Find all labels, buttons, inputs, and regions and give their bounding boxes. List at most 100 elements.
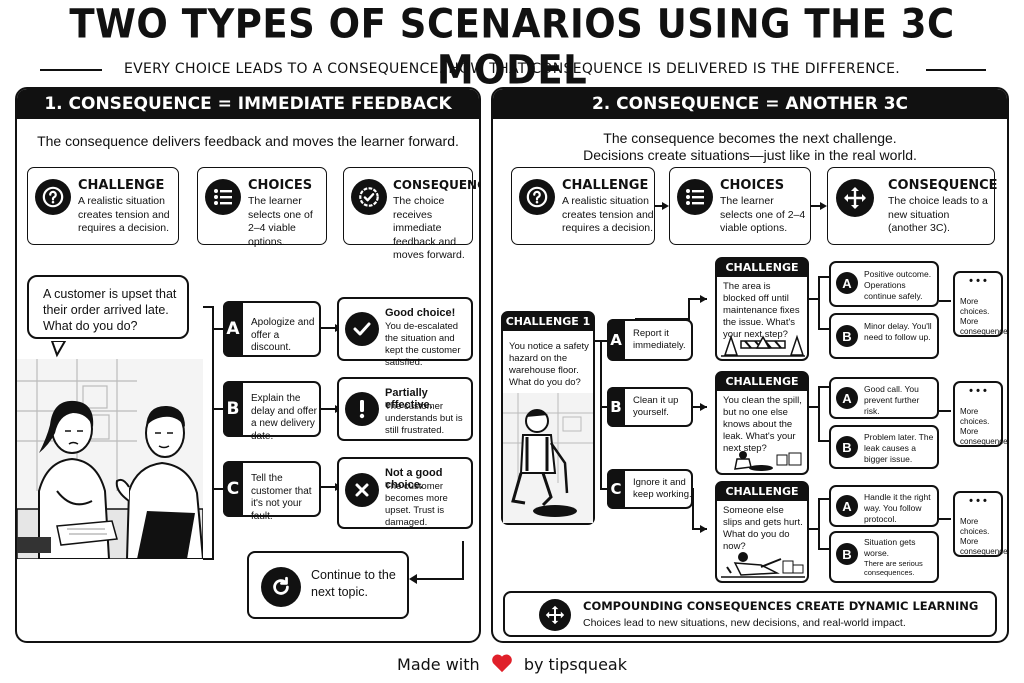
list-icon xyxy=(205,179,241,215)
left-panel-header: 1. CONSEQUENCE = IMMEDIATE FEEDBACK xyxy=(17,89,479,119)
credit-suffix: by tipsqueak xyxy=(523,655,627,674)
page-title: TWO TYPES OF SCENARIOS USING THE 3C MODE… xyxy=(69,0,955,94)
option-c-text: Tell the customer that it's not your fau… xyxy=(251,473,312,522)
move-arrows-icon xyxy=(836,179,874,217)
result-a-text: You de-escalated the situation and kept … xyxy=(385,321,461,368)
outcome-2b-a-text: Good call. You prevent further risk. xyxy=(864,384,920,416)
challenge2c-text: Someone else slips and gets hurt. What d… xyxy=(723,505,803,552)
compounding-banner: COMPOUNDING CONSEQUENCES CREATE DYNAMIC … xyxy=(503,591,997,637)
right-choices-text: The learner selects one of 2–4 viable op… xyxy=(720,195,806,234)
left-result-b: Partially effective. The customer unders… xyxy=(337,377,473,441)
more-dots-1: • • • xyxy=(969,275,987,287)
heart-icon xyxy=(491,654,512,673)
left-option-a[interactable]: A Apologize and offer a discount. xyxy=(223,301,321,357)
right-option-a[interactable]: A Report it immediately. xyxy=(607,319,693,361)
compounding-title: COMPOUNDING CONSEQUENCES CREATE DYNAMIC … xyxy=(583,599,979,613)
more-dots-3: • • • xyxy=(969,495,987,507)
outcome-2a-a-letter: A xyxy=(836,272,858,294)
question-icon xyxy=(35,179,71,215)
option-letter-c: C xyxy=(223,461,243,517)
list-icon xyxy=(677,179,713,215)
right-panel: 2. CONSEQUENCE = ANOTHER 3C The conseque… xyxy=(491,87,1009,643)
left-option-c[interactable]: C Tell the customer that it's not your f… xyxy=(223,461,321,522)
challenge2b-title: CHALLENGE 2B xyxy=(717,373,807,406)
outcome-2c-a[interactable]: A Handle it the right way. You follow pr… xyxy=(829,485,939,527)
outcome-2b-a-letter: A xyxy=(836,387,858,409)
option-letter-a: A xyxy=(223,301,243,357)
result-c-text: The customer becomes more upset. Trust i… xyxy=(385,481,448,528)
challenge1-box: CHALLENGE 1 You notice a safety hazard o… xyxy=(501,311,595,525)
outcome-2a-a-text: Positive outcome. Operations continue sa… xyxy=(864,269,932,301)
left-challenge-box: CHALLENGE A realistic situation creates … xyxy=(27,167,179,245)
left-challenge-title: CHALLENGE xyxy=(78,178,165,193)
outcome-2c-b[interactable]: B Situation gets worse. There are seriou… xyxy=(829,531,939,583)
credit-prefix: Made with xyxy=(397,655,480,674)
subtitle-rule-left xyxy=(40,69,102,71)
outcome-2b-b-text: Problem later. The leak causes a bigger … xyxy=(864,432,934,464)
continue-text: Continue to the next topic. xyxy=(311,568,396,599)
right-intro-line2: Decisions create situations—just like in… xyxy=(583,147,917,163)
right-consequence-box: CONSEQUENCE The choice leads to a new si… xyxy=(827,167,998,245)
safety-worker-illustration xyxy=(503,393,593,523)
right-choices-box: CHOICES The learner selects one of 2–4 v… xyxy=(669,167,811,245)
slip-injury-illustration xyxy=(721,552,805,578)
left-choices-title: CHOICES xyxy=(248,178,313,193)
left-result-c: Not a good choice. The customer becomes … xyxy=(337,457,473,529)
challenge1-title: CHALLENGE 1 xyxy=(503,313,593,331)
left-consequence-box: CONSEQUENCE The choice receives immediat… xyxy=(343,167,479,261)
outcome-2c-a-text: Handle it the right way. You follow prot… xyxy=(864,492,931,524)
left-consequence-text: The choice receives immediate feedback a… xyxy=(393,195,465,261)
left-choices-box: CHOICES The learner selects one of 2–4 v… xyxy=(197,167,327,248)
left-result-a: Good choice! You de-escalated the situat… xyxy=(337,297,473,368)
scenario-bubble-text: A customer is upset that their order arr… xyxy=(43,287,177,333)
right-panel-header: 2. CONSEQUENCE = ANOTHER 3C xyxy=(493,89,1007,119)
exclamation-icon xyxy=(345,392,379,426)
result-b-title: Partially effective. xyxy=(385,387,433,411)
challenge2b-text: You clean the spill, but no one else kno… xyxy=(723,395,802,454)
branch-letter-b: B xyxy=(607,387,625,427)
branch-b-option: Clean it up yourself. xyxy=(633,395,679,418)
left-intro: The consequence delivers feedback and mo… xyxy=(37,133,459,149)
x-icon xyxy=(345,473,379,507)
outcome-2a-a[interactable]: A Positive outcome. Operations continue … xyxy=(829,261,939,307)
more-choices-1: • • • More choices. More consequences. xyxy=(953,271,1007,337)
left-panel: 1. CONSEQUENCE = IMMEDIATE FEEDBACK The … xyxy=(15,87,481,643)
credit-line: Made with by tipsqueak xyxy=(0,653,1024,674)
right-option-b[interactable]: B Clean it up yourself. xyxy=(607,387,693,427)
challenge2c-box: CHALLENGE 2C Someone else slips and gets… xyxy=(715,481,809,583)
more-choices-3: • • • More choices. More consequences. xyxy=(953,491,1007,557)
result-b-text: The customer understands but is still fr… xyxy=(385,401,463,436)
question-icon xyxy=(519,179,555,215)
customer-service-illustration xyxy=(17,341,203,559)
outcome-2c-b-text: Situation gets worse. xyxy=(864,537,916,558)
branch-c-option: Ignore it and keep working. xyxy=(633,477,692,500)
right-intro-line1: The consequence becomes the next challen… xyxy=(603,130,897,146)
challenge2a-title: CHALLENGE 2A xyxy=(717,259,807,292)
page-subtitle: EVERY CHOICE LEADS TO A CONSEQUENCE. HOW… xyxy=(124,61,900,77)
right-option-c[interactable]: C Ignore it and keep working. xyxy=(607,469,693,509)
option-letter-b: B xyxy=(223,381,243,437)
branch-letter-c: C xyxy=(607,469,625,509)
outcome-2a-b[interactable]: B Minor delay. You'll need to follow up. xyxy=(829,313,939,359)
more-text-2: More choices. More consequences. xyxy=(960,407,1009,446)
right-consequence-title: CONSEQUENCE xyxy=(888,178,998,193)
right-choices-title: CHOICES xyxy=(720,178,785,193)
outcome-2c-b-text2: There are serious consequences. xyxy=(864,559,923,577)
left-choices-text: The learner selects one of 2–4 viable op… xyxy=(248,195,313,248)
outcome-2b-a[interactable]: A Good call. You prevent further risk. xyxy=(829,377,939,419)
outcome-2b-b[interactable]: B Problem later. The leak causes a bigge… xyxy=(829,425,939,469)
right-consequence-text: The choice leads to a new situation (ano… xyxy=(888,195,988,234)
challenge2a-text: The area is blocked off until maintenanc… xyxy=(723,281,800,340)
more-dots-2: • • • xyxy=(969,385,987,397)
badge-check-icon xyxy=(351,179,387,215)
challenge2c-title: CHALLENGE 2C xyxy=(717,483,807,516)
right-challenge-box: CHALLENGE A realistic situation creates … xyxy=(511,167,655,245)
scenario-speech-bubble: A customer is upset that their order arr… xyxy=(27,275,189,339)
option-b-text: Explain the delay and offer a new delive… xyxy=(251,393,317,442)
result-a-title: Good choice! xyxy=(385,307,456,319)
blocked-area-illustration xyxy=(721,334,805,357)
branch-letter-a: A xyxy=(607,319,625,361)
left-option-b[interactable]: B Explain the delay and offer a new deli… xyxy=(223,381,321,442)
continue-button[interactable]: Continue to the next topic. xyxy=(247,551,409,619)
outcome-2c-a-letter: A xyxy=(836,495,858,517)
